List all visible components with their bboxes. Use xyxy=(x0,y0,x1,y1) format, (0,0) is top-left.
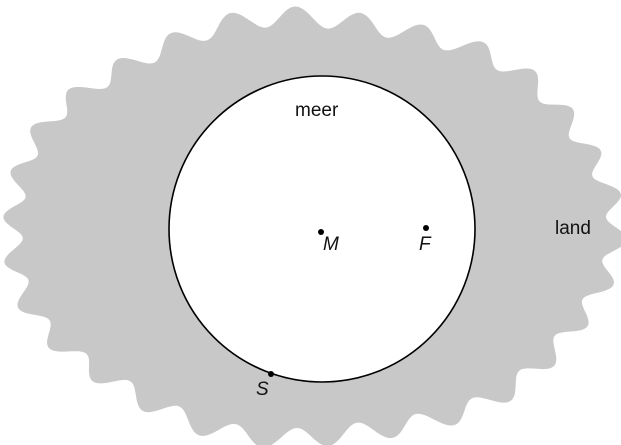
point-s-label: S xyxy=(256,379,269,400)
point-m-label: M xyxy=(323,234,339,255)
sea-label: meer xyxy=(295,100,339,121)
point-f-label: F xyxy=(419,234,432,255)
point-m-dot xyxy=(318,229,324,235)
sea-circle xyxy=(168,75,476,383)
land-label: land xyxy=(555,218,591,239)
point-s-dot xyxy=(268,371,274,377)
point-f-dot xyxy=(423,225,429,231)
